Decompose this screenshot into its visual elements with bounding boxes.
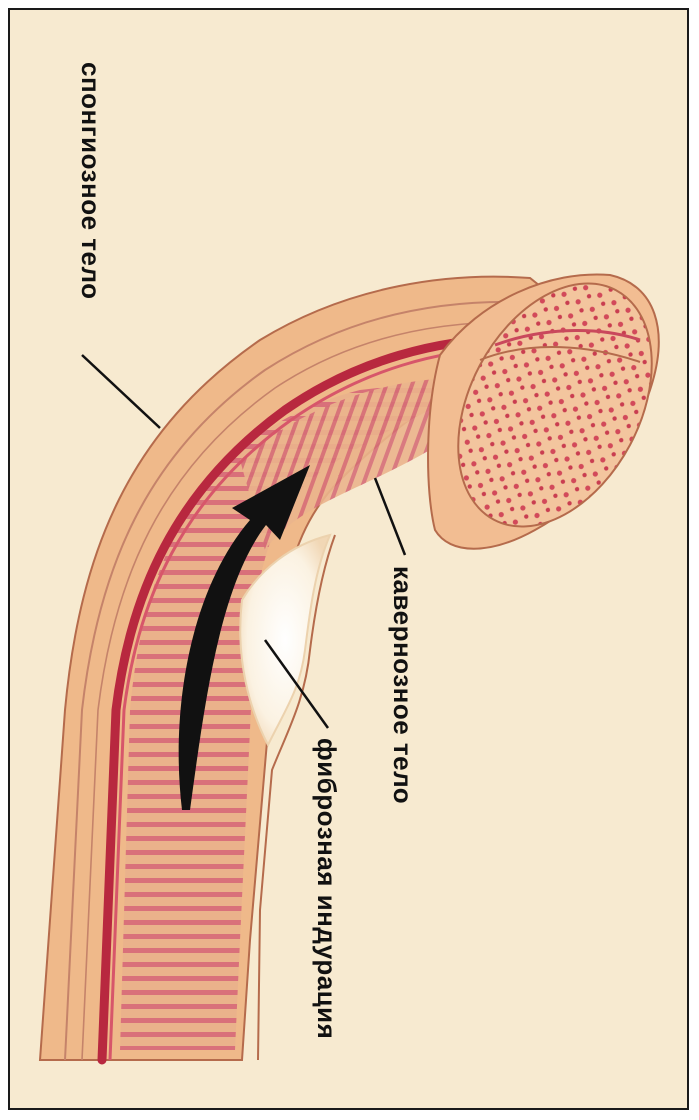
label-fibrous-induration: фиброзная индурация	[311, 738, 342, 1039]
illustration-frame: спонгиозное тело кавернозное тело фиброз…	[8, 8, 689, 1110]
leader-line-spongy	[82, 355, 160, 428]
label-spongy-body: спонгиозное тело	[75, 62, 106, 300]
label-cavernous-body: кавернозное тело	[387, 566, 418, 804]
anatomy-illustration	[10, 10, 689, 1110]
leader-line-cavernous	[375, 478, 405, 555]
